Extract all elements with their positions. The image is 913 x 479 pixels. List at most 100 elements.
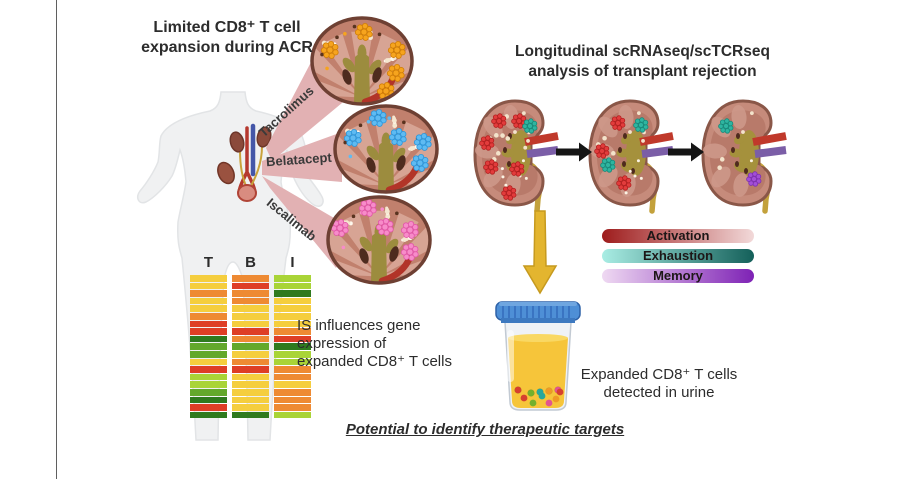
right-panel-title: Longitudinal scRNAseq/scTCRseq analysis … [470,42,815,82]
heatmap-cell [274,312,311,320]
gene-expression-heatmap: T B I [190,254,311,419]
urine-caption-line2: detected in urine [603,384,715,401]
cell-cluster [387,40,406,59]
stage-arrow-2 [668,142,704,162]
heatmap-cell [274,290,311,297]
heatmap-cell [274,275,311,282]
heatmap-cell [190,305,227,312]
heatmap-cell [232,411,269,419]
right-title-line1: Longitudinal scRNAseq/scTCRseq [515,43,770,60]
urine-caption: Expanded CD8⁺ T cells detected in urine [563,366,755,402]
legend-bar-memory: Memory [602,269,754,283]
heatmap-cell [190,275,227,282]
urine-caption-line1: Expanded CD8⁺ T cells [580,366,738,383]
heatmap-cell [274,282,311,290]
cell-cluster [522,118,538,134]
heatmap-cell [232,358,269,366]
cell-cluster [388,127,407,146]
heatmap-cell [232,343,269,350]
heatmap-cell [274,343,311,350]
cell-cluster [616,175,632,191]
cell-cluster [633,117,649,133]
legend-label-memory: Memory [653,268,703,283]
urinary-system [217,123,272,202]
footer-takeaway: Potential to identify therapeutic target… [345,421,625,438]
cell-cluster [509,161,525,177]
heatmap-cell [190,350,227,358]
heatmap-cell [232,388,269,396]
cell-cluster [511,113,527,129]
heatmap-cell [232,320,269,328]
cell-cluster [354,22,373,41]
heatmap-cell [232,335,269,343]
cell-cluster [410,153,429,172]
cell-cluster [483,159,499,175]
heatmap-cell [232,381,269,388]
heatmap-cell [232,290,269,297]
heatmap-cell [274,404,311,411]
cell-cluster [718,118,734,134]
heatmap-cell [274,358,311,366]
cell-cluster [413,132,432,151]
heatmap-cell [190,396,227,404]
left-frame-line [56,0,57,479]
left-panel-title: Limited CD8⁺ T cell expansion during ACR [118,18,336,58]
heatmap-cell [190,343,227,350]
cell-cluster [600,157,616,173]
cell-cluster [479,135,495,151]
heatmap-cell [232,275,269,282]
heatmap-cell [232,373,269,381]
cell-cluster [610,115,626,131]
wedge-belatacept [262,132,342,182]
heatmap-cell [232,350,269,358]
heatmap-cell [274,328,311,335]
heatmap-cell [274,411,311,419]
cell-cluster [386,63,405,82]
heatmap-cell [190,335,227,343]
heatmap-cell [190,373,227,381]
heatmap-cell [274,373,311,381]
legend-bar-activation: Activation [602,229,754,243]
cell-cluster [343,128,362,147]
cell-cluster [375,217,394,236]
heatmap-cell [274,335,311,343]
heatmap-cell [274,350,311,358]
cell-cluster [746,171,762,187]
heatmap-cell [232,328,269,335]
heatmap-cell [190,358,227,366]
heatmap-cell [274,388,311,396]
heatmap-cell [190,381,227,388]
heatmap-cell [274,396,311,404]
heatmap-cell [190,290,227,297]
heatmap-cell [190,328,227,335]
cell-cluster [400,220,419,239]
urine-cup-lid [495,301,581,323]
cell-cluster [491,113,507,129]
heatmap-col-B: B [245,254,256,271]
heatmap-cell [274,320,311,328]
is-caption-line1: IS influences gene [297,317,421,334]
left-title-line2: expansion during ACR [141,39,313,56]
heatmap-cell [190,312,227,320]
cell-state-legend: Activation Exhaustion Memory [602,229,754,289]
is-caption: IS influences gene expression of expande… [297,317,487,371]
kidney-zoom-iscalimab [326,195,432,285]
is-caption-line3: expanded CD8⁺ T cells [297,353,452,370]
stage-arrow-1 [556,142,592,162]
transplant-kidney-stage3 [701,99,787,214]
legend-label-activation: Activation [646,228,710,243]
heatmap-cell [232,282,269,290]
heatmap-cell [232,404,269,411]
heatmap-cell [190,388,227,396]
cell-cluster [320,40,339,59]
cell-cluster [330,218,349,237]
heatmap-cell [232,305,269,312]
right-title-line2: analysis of transplant rejection [528,63,757,80]
heatmap-cell [232,312,269,320]
left-title-line1: Limited CD8⁺ T cell [153,19,301,36]
cell-cluster [358,198,377,217]
heatmap-cell [190,320,227,328]
cell-cluster [368,108,387,127]
heatmap-cell [274,366,311,373]
